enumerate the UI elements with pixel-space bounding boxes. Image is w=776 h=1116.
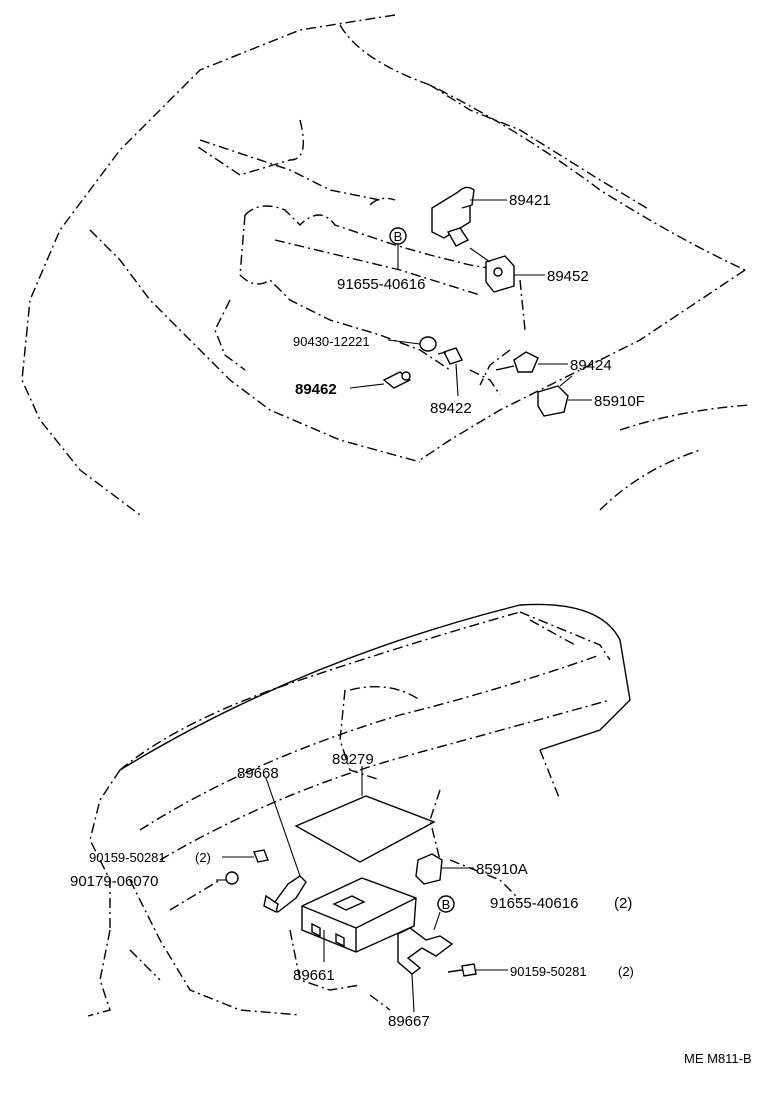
label-89452: 89452 (547, 268, 589, 285)
part-85910A-relay (415, 853, 443, 885)
part-89462-sensor (382, 371, 412, 389)
part-89279-plate (294, 795, 436, 863)
part-90430-gasket (419, 336, 437, 352)
part-89424-sensor (495, 351, 539, 373)
label-89661: 89661 (293, 967, 335, 984)
circle-b-label-bottom: B (442, 897, 451, 912)
label-90179-06070: 90179-06070 (70, 873, 158, 890)
circle-b-label: B (394, 229, 403, 244)
part-89661-ecu (301, 877, 417, 953)
engine-block (214, 197, 526, 396)
label-89424: 89424 (570, 357, 612, 374)
label-91655-40616-b: 91655-40616 (490, 895, 578, 912)
label-85910F: 85910F (594, 393, 645, 410)
label-85910A: 85910A (476, 861, 528, 878)
engine-compartment-outline (21, 14, 751, 516)
bolt-90159-left (253, 849, 269, 863)
bolt-90159-right (447, 963, 477, 977)
label-89421: 89421 (509, 192, 551, 209)
label-89462: 89462 (295, 381, 337, 398)
part-85910F-relay (537, 385, 569, 417)
bolt-b-marker-bottom: B (437, 895, 455, 913)
part-89422-sensor (437, 347, 463, 365)
part-89421-sensor (431, 186, 475, 247)
qty-right: (2) (618, 964, 634, 979)
label-89668: 89668 (237, 765, 279, 782)
part-89452-module (485, 255, 515, 293)
label-90159-50281-left: 90159-50281 (89, 850, 166, 865)
label-90430-12221: 90430-12221 (293, 334, 370, 349)
part-89667-bracket (397, 927, 454, 975)
label-89279: 89279 (332, 751, 374, 768)
dashboard-outline (87, 603, 631, 1017)
qty-91655: (2) (614, 895, 632, 912)
label-89667: 89667 (388, 1013, 430, 1030)
reference-code: ME M811-B (684, 1051, 752, 1066)
bolt-b-marker-top: B (389, 227, 407, 245)
nut-90179 (225, 871, 239, 885)
label-91655-40616: 91655-40616 (337, 276, 425, 293)
part-89668-bracket (263, 875, 307, 914)
label-89422: 89422 (430, 400, 472, 417)
qty-left: (2) (195, 850, 211, 865)
label-90159-50281-right: 90159-50281 (510, 964, 587, 979)
